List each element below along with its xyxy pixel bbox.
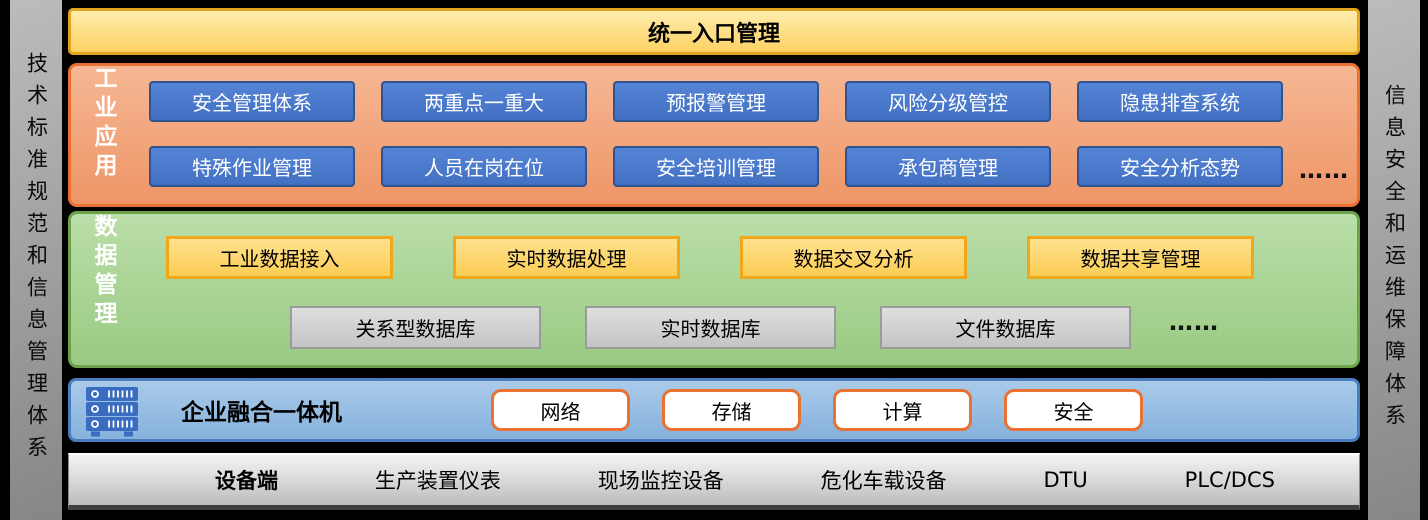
app-button: 人员在岗在位 bbox=[381, 146, 587, 187]
pillar-left-label: 技术标准规范和信息管理体系 bbox=[24, 52, 49, 468]
industrial-row-1: 安全管理体系 两重点一重大 预报警管理 风险分级管控 隐患排查系统 bbox=[149, 81, 1283, 122]
app-button: 承包商管理 bbox=[845, 146, 1051, 187]
app-button: 安全管理体系 bbox=[149, 81, 355, 122]
pillar-right: 信息安全和运维保障体系 bbox=[1368, 0, 1420, 520]
capability-box: 存储 bbox=[662, 389, 801, 431]
capability-box: 安全 bbox=[1004, 389, 1143, 431]
database-box: 关系型数据库 bbox=[290, 306, 541, 349]
capability-box: 计算 bbox=[833, 389, 972, 431]
device-item: 生产装置仪表 bbox=[374, 469, 501, 493]
capability-box: 网络 bbox=[491, 389, 630, 431]
data-mgmt-section-label: 数据管理 bbox=[90, 214, 116, 330]
pillar-right-label: 信息安全和运维保障体系 bbox=[1382, 84, 1407, 436]
database-box: 文件数据库 bbox=[880, 306, 1131, 349]
app-button: 风险分级管控 bbox=[845, 81, 1051, 122]
server-rack-icon bbox=[85, 386, 139, 437]
industrial-section-label: 工业应用 bbox=[90, 66, 116, 182]
data-process-box: 工业数据接入 bbox=[166, 236, 393, 279]
industrial-more-ellipsis: …… bbox=[1299, 156, 1349, 184]
capability-row: 网络 存储 计算 安全 bbox=[491, 389, 1143, 431]
data-process-row: 工业数据接入 实时数据处理 数据交叉分析 数据共享管理 bbox=[166, 236, 1254, 279]
device-item: PLC/DCS bbox=[1184, 468, 1275, 492]
industrial-row-2: 特殊作业管理 人员在岗在位 安全培训管理 承包商管理 安全分析态势 bbox=[149, 146, 1283, 187]
device-item: 设备端 bbox=[215, 469, 278, 493]
database-more-ellipsis: …… bbox=[1169, 308, 1219, 336]
device-item: 危化车载设备 bbox=[820, 469, 947, 493]
unified-entry-label: 统一入口管理 bbox=[647, 21, 780, 47]
data-process-box: 实时数据处理 bbox=[453, 236, 680, 279]
device-item: 现场监控设备 bbox=[597, 469, 724, 493]
pillar-left: 技术标准规范和信息管理体系 bbox=[10, 0, 62, 520]
app-button: 预报警管理 bbox=[613, 81, 819, 122]
industrial-apps-section: 工业应用 安全管理体系 两重点一重大 预报警管理 风险分级管控 隐患排查系统 特… bbox=[68, 63, 1360, 207]
data-process-box: 数据交叉分析 bbox=[740, 236, 967, 279]
unified-entry-bar: 统一入口管理 bbox=[68, 8, 1360, 55]
app-button: 特殊作业管理 bbox=[149, 146, 355, 187]
app-button: 隐患排查系统 bbox=[1077, 81, 1283, 122]
app-button: 两重点一重大 bbox=[381, 81, 587, 122]
appliance-bar: 企业融合一体机 网络 存储 计算 安全 bbox=[68, 378, 1360, 442]
app-button: 安全分析态势 bbox=[1077, 146, 1283, 187]
database-row: 关系型数据库 实时数据库 文件数据库 bbox=[290, 306, 1131, 349]
device-layer-bar: 设备端 生产装置仪表 现场监控设备 危化车载设备 DTU PLC/DCS bbox=[68, 453, 1360, 510]
app-button: 安全培训管理 bbox=[613, 146, 819, 187]
appliance-label: 企业融合一体机 bbox=[181, 400, 342, 426]
data-process-box: 数据共享管理 bbox=[1027, 236, 1254, 279]
data-mgmt-section: 数据管理 工业数据接入 实时数据处理 数据交叉分析 数据共享管理 关系型数据库 … bbox=[68, 211, 1360, 368]
database-box: 实时数据库 bbox=[585, 306, 836, 349]
device-item: DTU bbox=[1043, 468, 1088, 492]
